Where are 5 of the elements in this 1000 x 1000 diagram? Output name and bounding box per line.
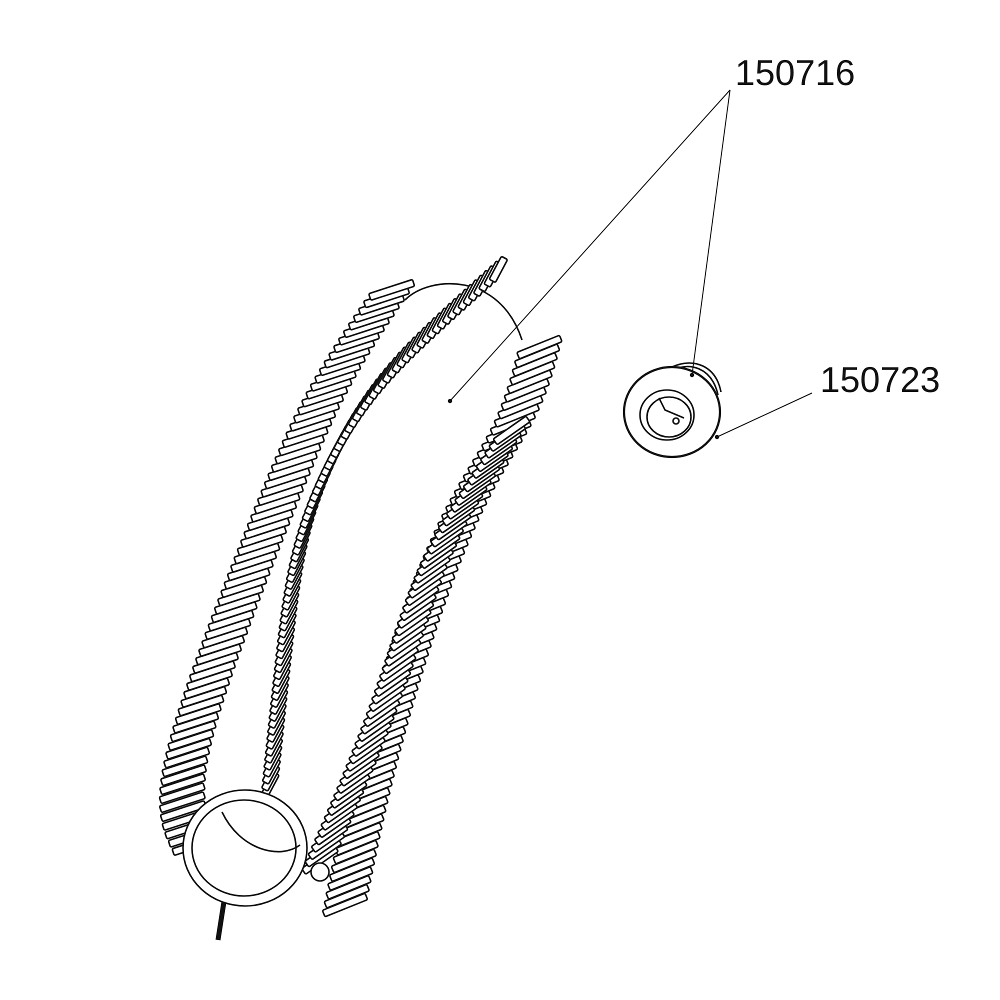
leader-line [690,90,730,378]
leader-line [714,392,812,440]
leader-line [448,90,730,404]
part-number: 150723 [820,362,945,400]
part-number: 150716 [735,55,865,93]
